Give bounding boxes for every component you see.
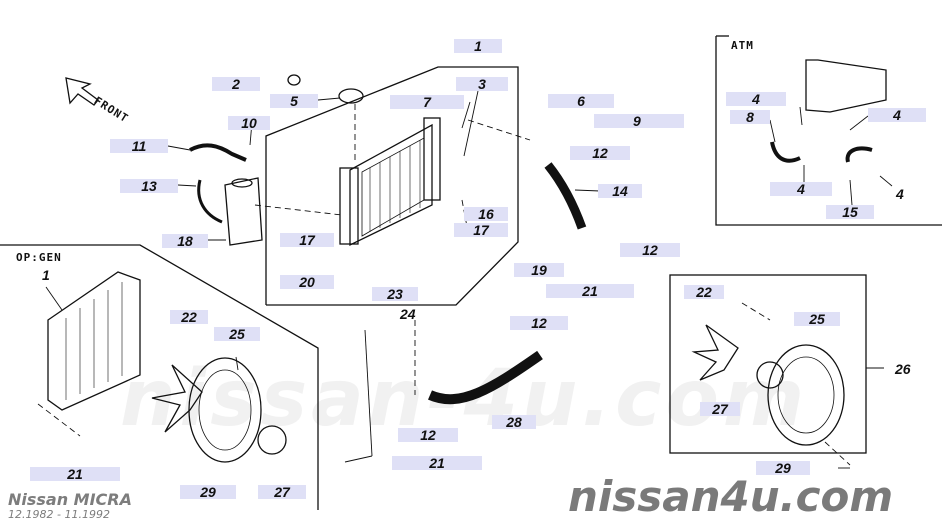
radiator-frame	[265, 66, 519, 306]
callout-19: 19	[514, 263, 564, 277]
atm-hose-8	[770, 141, 801, 163]
opgen-fan-shroud	[188, 357, 262, 463]
label-26: 26	[895, 361, 911, 377]
callout-21: 21	[30, 467, 120, 481]
opgen-label: OP:GEN	[16, 251, 62, 264]
model-name: Nissan MICRA	[8, 490, 132, 509]
callout-9	[594, 114, 684, 128]
fan-frame	[669, 274, 867, 454]
callout-4: 4	[726, 92, 786, 106]
callout-4: 4	[868, 108, 926, 122]
callout-4: 4	[770, 182, 832, 196]
callout-14: 14	[598, 184, 642, 198]
callout-27: 27	[258, 485, 306, 499]
opgen-fan-blade	[151, 364, 203, 433]
atm-frame	[715, 36, 942, 226]
model-years: 12.1982 - 11.1992	[8, 508, 110, 521]
callout-12: 12	[620, 243, 680, 257]
callout-16: 16	[464, 207, 508, 221]
atm-radiator	[805, 59, 887, 113]
atm-hose-15	[845, 146, 873, 163]
hose-11	[189, 143, 247, 162]
callout-29: 29	[756, 461, 810, 475]
fan-blade	[691, 324, 739, 381]
callout-5: 5	[270, 94, 318, 108]
hose-14	[544, 162, 587, 230]
callout-28: 28	[492, 415, 536, 429]
callout-15: 15	[826, 205, 874, 219]
label-24: 24	[400, 306, 416, 322]
opgen-frame	[0, 244, 319, 510]
callout-11: 11	[110, 139, 168, 153]
radiator-cap	[338, 88, 364, 104]
callout-23: 23	[372, 287, 418, 301]
callout-8: 8	[730, 110, 770, 124]
label-1-opgen: 1	[42, 267, 50, 283]
site-logo: nissan4u.com	[568, 472, 894, 521]
callout-1: 1	[454, 39, 502, 53]
hose-28	[428, 350, 543, 405]
label-4-atm: 4	[896, 186, 904, 202]
label-9: 9	[633, 113, 641, 129]
callout-22: 22	[684, 285, 724, 299]
callout-22: 22	[170, 310, 208, 324]
callout-21: 21	[392, 456, 482, 470]
hose-13	[197, 179, 223, 224]
callout-20: 20	[280, 275, 334, 289]
callout-21: 21	[546, 284, 634, 298]
callout-25: 25	[214, 327, 260, 341]
callout-25: 25	[794, 312, 840, 326]
callout-10: 10	[228, 116, 270, 130]
callout-13: 13	[120, 179, 178, 193]
callout-12: 12	[510, 316, 568, 330]
callout-12: 12	[398, 428, 458, 442]
radiator-core	[339, 117, 441, 247]
callout-27: 27	[700, 402, 740, 416]
opgen-radiator	[47, 271, 141, 411]
atm-label: ATM	[731, 39, 754, 52]
callout-3: 3	[456, 77, 508, 91]
front-arrow	[65, 77, 99, 106]
callout-29: 29	[180, 485, 236, 499]
fan-shroud	[767, 344, 845, 446]
callout-6: 6	[548, 94, 614, 108]
callout-17: 17	[280, 233, 334, 247]
opgen-fan-motor	[257, 425, 287, 455]
callout-17: 17	[454, 223, 508, 237]
fan-motor	[756, 361, 784, 389]
callout-18: 18	[162, 234, 208, 248]
reservoir-tank	[224, 177, 263, 246]
callout-2: 2	[212, 77, 260, 91]
callout-12: 12	[570, 146, 630, 160]
callout-7: 7	[390, 95, 464, 109]
